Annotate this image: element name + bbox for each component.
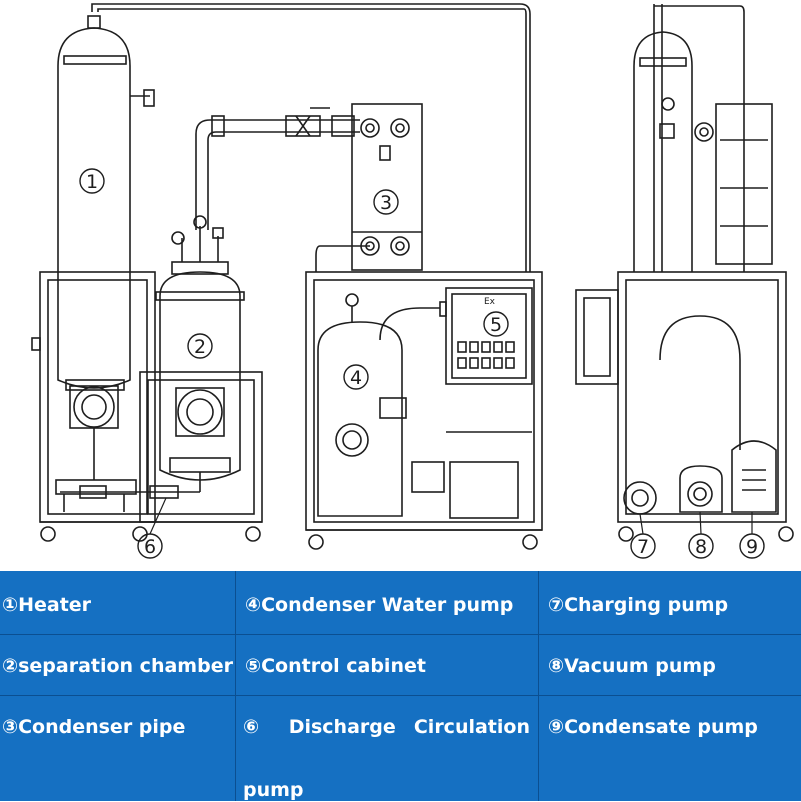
legend-discharge-circulation-pump: ⑥ Discharge Circulation — [243, 715, 530, 739]
cabinet-buttons — [457, 341, 515, 369]
side-vacuum-pump — [679, 465, 723, 513]
legend-separation-chamber: ②separation chamber — [2, 655, 233, 677]
separation-chamber — [159, 271, 241, 481]
vapor-pipe — [195, 119, 360, 230]
side-heater-column — [633, 66, 693, 272]
legend-condenser-pipe: ③Condenser pipe — [2, 716, 186, 738]
legend-vacuum-pump: ⑧Vacuum pump — [548, 655, 716, 677]
callout-9: 9 — [746, 536, 758, 558]
callout-7: 7 — [637, 536, 649, 558]
condenser-water-tank — [317, 321, 403, 517]
legend-charging-pump: ⑦Charging pump — [548, 594, 729, 616]
legend-heater: ①Heater — [2, 594, 92, 616]
heater-column — [57, 66, 131, 272]
equipment-diagram: Ex 1 2 3 4 5 6 7 8 9 — [31, 3, 794, 559]
callout-8: 8 — [695, 536, 707, 558]
callout-3: 3 — [380, 192, 392, 214]
callout-6: 6 — [144, 536, 156, 558]
legend-6-mark: ⑥ — [243, 716, 271, 738]
side-condensate-pump — [731, 440, 777, 513]
condenser-pipe-unit — [351, 103, 423, 271]
control-cabinet — [445, 287, 533, 385]
callout-4: 4 — [350, 367, 362, 389]
callout-1: 1 — [86, 171, 98, 193]
cabinet-ex-mark: Ex — [484, 297, 496, 307]
legend-6-word-discharge: Discharge — [288, 716, 396, 738]
callout-2: 2 — [194, 336, 206, 358]
overhead-pipe — [91, 3, 531, 272]
legend-condenser-water-pump: ④Condenser Water pump — [245, 594, 514, 616]
legend-6-continuation: pump — [243, 779, 304, 801]
side-condenser — [715, 103, 773, 265]
discharge-frame — [139, 371, 263, 523]
legend-control-cabinet: ⑤Control cabinet — [245, 655, 426, 677]
legend-table: ①Heater ②separation chamber ③Condenser p… — [0, 571, 801, 801]
legend-condensate-pump: ⑨Condensate pump — [548, 716, 758, 738]
legend-6-word-circulation: Circulation — [413, 716, 530, 738]
callout-5: 5 — [490, 314, 502, 336]
right-frame — [617, 271, 787, 523]
